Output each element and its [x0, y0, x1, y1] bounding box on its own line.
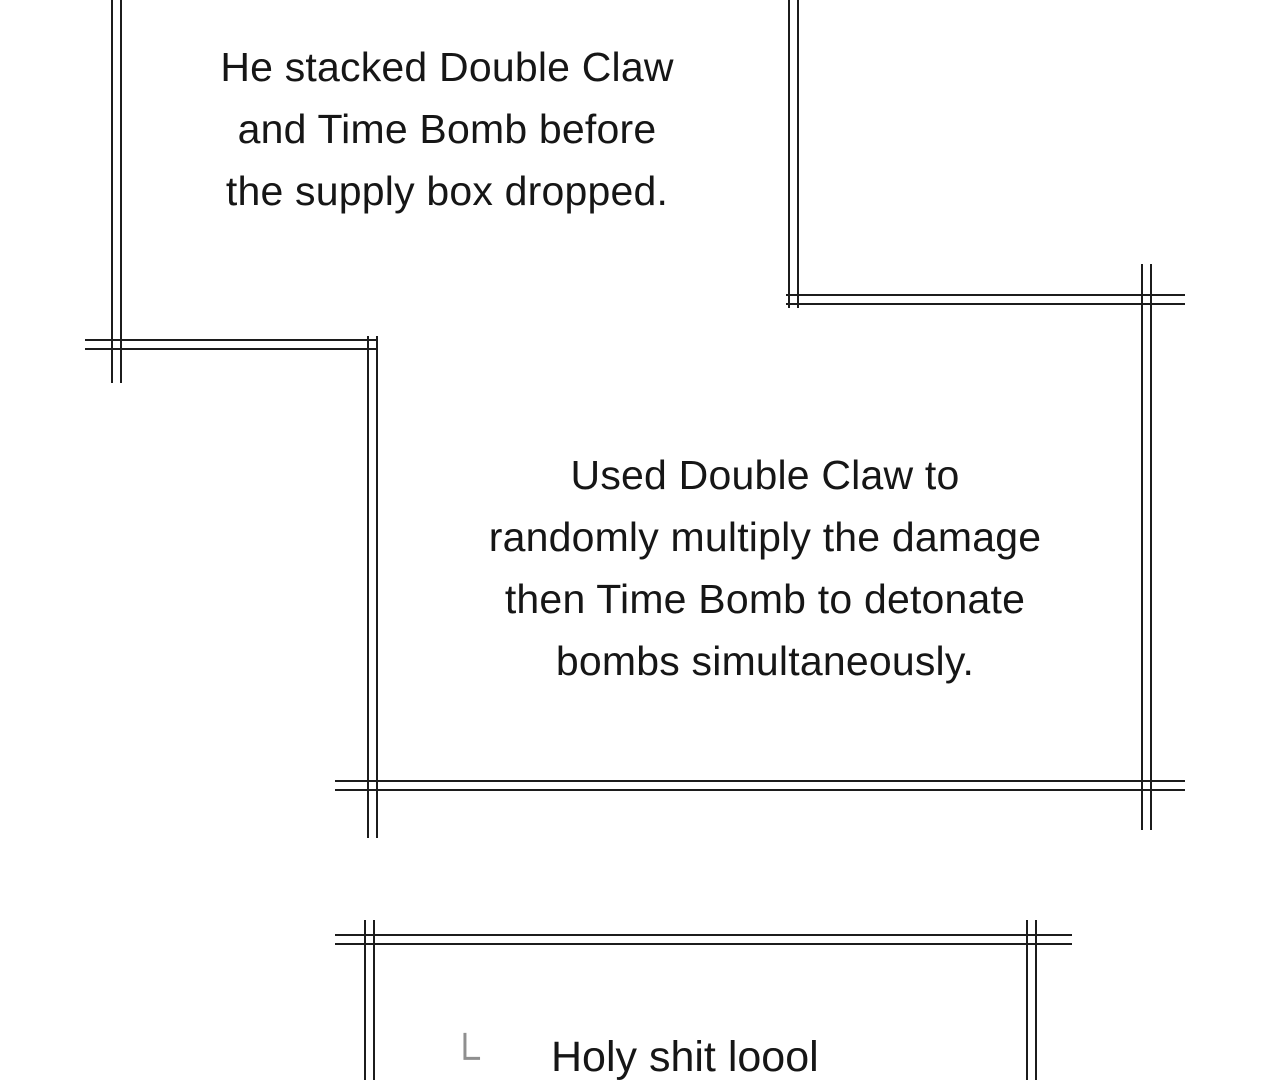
- frame-line-bottom-panel-top: [335, 934, 1072, 945]
- frame-line-mid-left-horizontal: [85, 339, 378, 350]
- narration-caption-top: He stacked Double Claw and Time Bomb bef…: [220, 44, 674, 214]
- frame-line-top-right-vertical: [788, 0, 799, 308]
- narration-caption-middle: Used Double Claw to randomly multiply th…: [488, 452, 1042, 684]
- frame-line-top-left-vertical: [111, 0, 122, 383]
- frame-line-right-vertical: [1141, 264, 1152, 830]
- frame-line-upper-right-horizontal: [786, 294, 1185, 305]
- frame-line-mid-bottom-horizontal: [335, 780, 1185, 791]
- frame-line-mid-vertical: [367, 336, 378, 838]
- reply-arrow-icon: └: [450, 1033, 480, 1080]
- frame-line-bottom-right-vertical: [1026, 920, 1037, 1080]
- frame-line-bottom-left-vertical: [364, 920, 375, 1080]
- comment-text: Holy shit loool: [551, 1033, 819, 1080]
